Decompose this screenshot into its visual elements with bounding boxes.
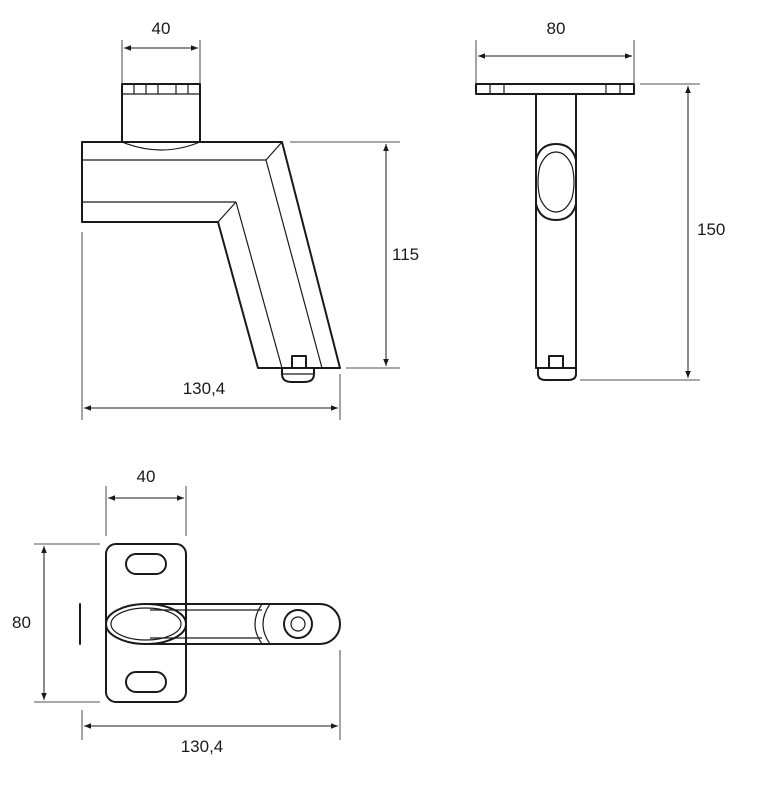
front-view: 40 115 130,4 bbox=[81, 19, 419, 420]
dim-top-plate-height: 80 bbox=[12, 613, 31, 632]
dim-front-overall-width: 130,4 bbox=[183, 379, 226, 398]
front-saddle-curve bbox=[121, 141, 201, 151]
side-view: 80 150 bbox=[475, 19, 725, 381]
top-view: 40 80 130,4 bbox=[12, 467, 341, 756]
side-foot-cap bbox=[537, 367, 577, 381]
dim-side-plate-width: 80 bbox=[547, 19, 566, 38]
top-foot-ring bbox=[283, 609, 313, 639]
side-foot-tab bbox=[548, 355, 564, 369]
front-foot-tab bbox=[291, 355, 307, 369]
dim-top-overall-width: 130,4 bbox=[181, 737, 224, 756]
top-mount-plate bbox=[105, 543, 187, 703]
dim-top-plate-width: 40 bbox=[137, 467, 156, 486]
top-slot-lower bbox=[125, 671, 167, 693]
top-clamp-oval bbox=[105, 603, 187, 645]
front-arm-outline bbox=[81, 141, 341, 369]
dim-front-height: 115 bbox=[392, 245, 419, 264]
top-slot-upper bbox=[125, 553, 167, 575]
side-clamp-bottom bbox=[535, 203, 577, 221]
front-foot-cap bbox=[281, 367, 315, 383]
dim-front-top-width: 40 bbox=[152, 19, 171, 38]
dim-side-height: 150 bbox=[697, 220, 725, 239]
top-arm bbox=[149, 603, 341, 645]
side-clamp-top bbox=[535, 143, 577, 161]
side-mount-plate bbox=[475, 83, 635, 95]
